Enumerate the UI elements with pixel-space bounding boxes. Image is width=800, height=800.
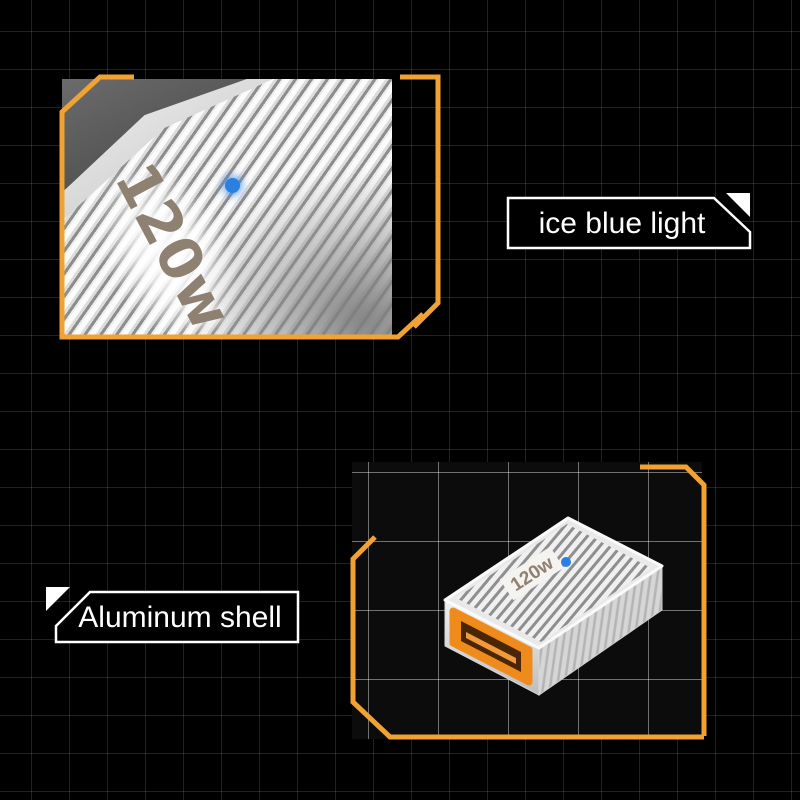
callout-border	[506, 196, 752, 250]
wattage-label-plate	[499, 546, 564, 601]
closeup-photo: 120w	[62, 79, 392, 337]
callout-ice-blue-light: ice blue light	[506, 193, 752, 250]
usb-port-tongue	[466, 632, 516, 664]
callout-aluminum-shell: Aluminum shell	[46, 587, 300, 644]
ice-blue-led-product-icon	[561, 557, 571, 567]
hud-frame-topleft-right	[400, 74, 441, 329]
hud-frame-bottomright-right	[640, 464, 707, 736]
hud-frame-bottomright-main	[350, 535, 704, 740]
corner-triangle-icon	[46, 587, 70, 611]
hud-frame-topleft-main	[59, 74, 425, 340]
product-top-fins	[456, 524, 651, 642]
product-render: 120w	[443, 516, 664, 696]
callout-label-ice-blue-light: ice blue light	[539, 207, 706, 240]
callout-border	[54, 590, 300, 644]
ice-blue-led-icon	[225, 178, 240, 193]
callout-label-aluminum-shell: Aluminum shell	[78, 601, 281, 634]
corner-triangle-icon	[726, 193, 750, 217]
